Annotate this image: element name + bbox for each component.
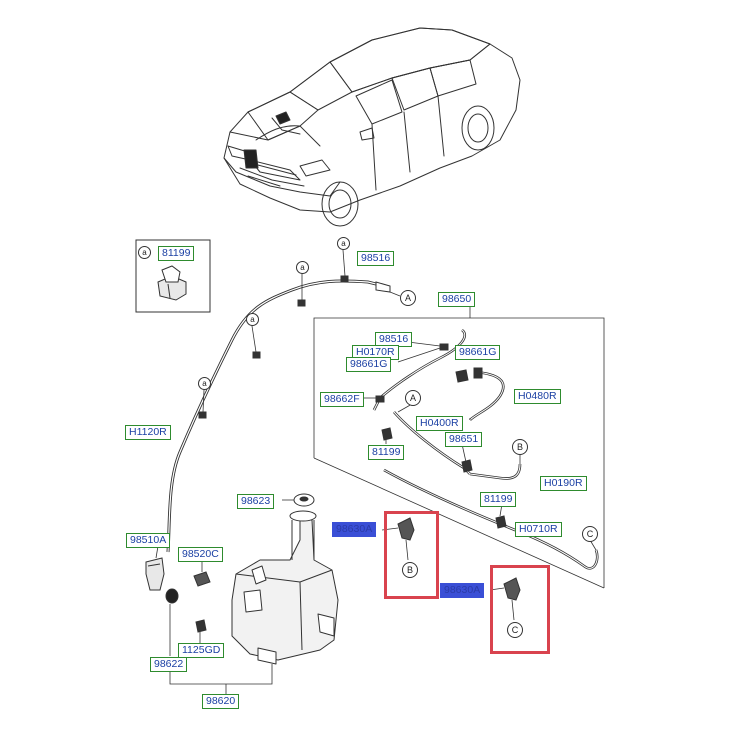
callout-A-top: A — [400, 290, 416, 306]
inset-box — [135, 239, 211, 313]
part-label-H0710R[interactable]: H0710R — [515, 522, 562, 537]
part-label-81199-right[interactable]: 81199 — [480, 492, 517, 507]
part-label-98622[interactable]: 98622 — [150, 657, 188, 672]
part-label-98630A-left[interactable]: 98630A — [332, 522, 377, 537]
callout-C-nozzle: C — [507, 622, 523, 638]
part-label-98520C[interactable]: 98520C — [178, 547, 223, 562]
washer-reservoir — [231, 510, 339, 665]
callout-B-right: B — [512, 439, 528, 455]
inner-hoses — [364, 328, 599, 570]
highlight-box-nozzle-right — [490, 565, 550, 654]
hose-main — [166, 249, 401, 553]
part-label-H0190R[interactable]: H0190R — [540, 476, 587, 491]
part-label-98620[interactable]: 98620 — [202, 694, 240, 709]
part-label-H1120R[interactable]: H1120R — [125, 425, 171, 440]
callout-a-4: a — [198, 377, 211, 390]
pump-parts — [145, 493, 315, 694]
part-label-H0480R[interactable]: H0480R — [514, 389, 561, 404]
part-label-98516-top[interactable]: 98516 — [357, 251, 395, 266]
part-label-98510A[interactable]: 98510A — [126, 533, 171, 548]
highlight-box-nozzle-left — [384, 511, 439, 599]
callout-a-1: a — [337, 237, 350, 250]
callout-a-inset: a — [138, 246, 151, 259]
callout-A-inner: A — [405, 390, 421, 406]
nozzles — [381, 517, 521, 621]
part-label-98650[interactable]: 98650 — [438, 292, 476, 307]
part-label-81199-inset[interactable]: 81199 — [158, 246, 195, 261]
callout-B-nozzle: B — [402, 562, 418, 578]
part-label-81199-mid[interactable]: 81199 — [368, 445, 405, 460]
car-illustration — [223, 27, 521, 227]
part-label-98661G-right[interactable]: 98661G — [455, 345, 501, 360]
part-label-1125GD[interactable]: 1125GD — [178, 643, 225, 658]
part-label-98623[interactable]: 98623 — [237, 494, 275, 509]
callout-a-2: a — [296, 261, 309, 274]
part-label-98661G-left[interactable]: 98661G — [346, 357, 392, 372]
callout-C-right: C — [582, 526, 598, 542]
part-label-98651[interactable]: 98651 — [445, 432, 483, 447]
part-label-H0400R[interactable]: H0400R — [416, 416, 463, 431]
callout-a-3: a — [246, 313, 259, 326]
part-label-98630A-right[interactable]: 98630A — [440, 583, 485, 598]
part-label-98662F[interactable]: 98662F — [320, 392, 364, 407]
